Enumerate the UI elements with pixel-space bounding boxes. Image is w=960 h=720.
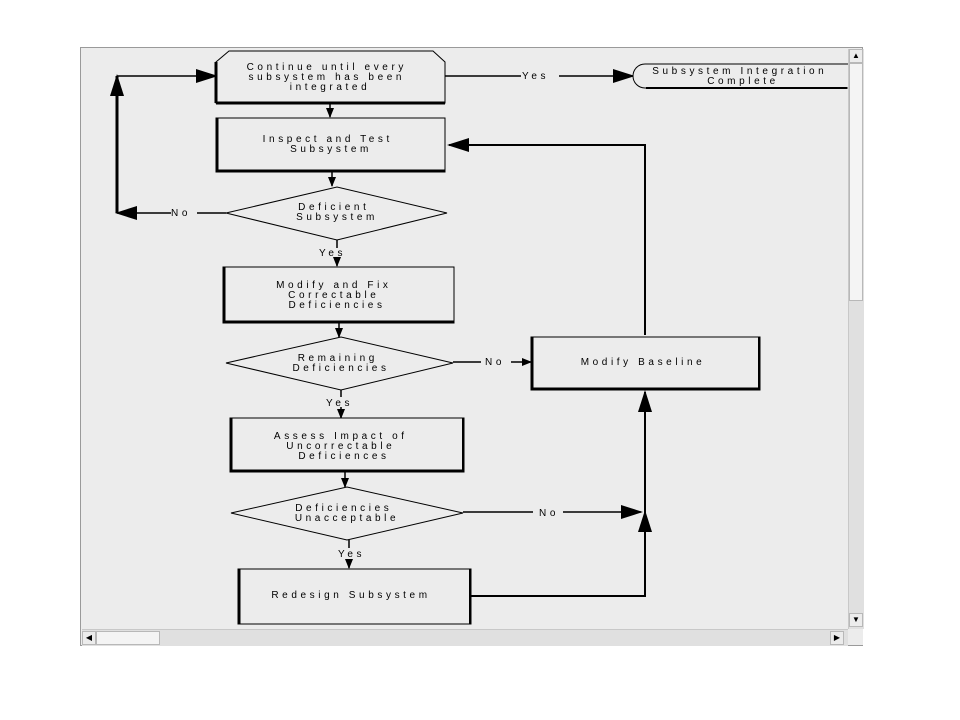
node-inspect-line-2: Subsystem xyxy=(290,144,372,155)
edge-redesign-return xyxy=(471,514,646,597)
vertical-scrollbar[interactable]: ▲ ▼ xyxy=(848,49,864,629)
scroll-up-button[interactable]: ▲ xyxy=(849,49,863,63)
node-remaining-line-2: Deficiencies xyxy=(292,363,389,374)
label-continue-yes: Yes xyxy=(522,71,549,82)
node-complete: Subsystem Integration Complete xyxy=(632,63,848,89)
node-unacceptable-line-2: Unacceptable xyxy=(295,513,399,524)
node-assess-line-3: Deficiences xyxy=(298,451,389,462)
edge-labels: Yes No Yes No Yes No Yes xyxy=(171,71,559,560)
scroll-down-button[interactable]: ▼ xyxy=(849,613,863,627)
label-deficient-no: No xyxy=(171,208,191,219)
horizontal-scroll-thumb[interactable] xyxy=(96,631,160,645)
chevron-down-icon: ▼ xyxy=(852,615,860,624)
label-remaining-no: No xyxy=(485,357,505,368)
chevron-right-icon: ▶ xyxy=(833,633,841,642)
node-inspect-line-1: Inspect and Test xyxy=(263,134,393,145)
svg-text:Subsystem Integration: Subsystem Integration Complete xyxy=(652,66,834,87)
svg-text:Redesign Subsystem: Redesign Subsystem xyxy=(271,590,430,601)
node-complete-line-1: Subsystem Integration xyxy=(652,66,827,77)
node-deficient-line-1: Deficient xyxy=(298,202,369,213)
node-redesign: Redesign Subsystem xyxy=(237,568,472,625)
node-redesign-line-1: Redesign Subsystem xyxy=(271,590,430,601)
svg-text:Continue until every: Continue until every subsystem has been … xyxy=(247,62,414,93)
node-continue-line-1: Continue until every xyxy=(247,62,407,73)
node-continue-line-2: subsystem has been xyxy=(249,72,406,83)
node-inspect: Inspect and Test Subsystem xyxy=(215,117,446,173)
node-modify-baseline: Modify Baseline xyxy=(530,336,761,391)
node-assess-line-1: Assess Impact of xyxy=(274,431,408,442)
node-assess-line-2: Uncorrectable xyxy=(286,441,395,452)
svg-text:Deficiencies Unaccep: Deficiencies Unacceptable xyxy=(295,503,399,524)
scroll-left-button[interactable]: ◀ xyxy=(82,631,96,645)
node-deficient-line-2: Subsystem xyxy=(296,212,378,223)
node-deficient: Deficient Subsystem xyxy=(225,186,448,241)
label-deficient-yes: Yes xyxy=(319,248,346,259)
svg-text:Modify Baseline: Modify Baseline xyxy=(581,357,706,368)
node-complete-line-2: Complete xyxy=(707,76,779,87)
edge-baseline-to-inspect xyxy=(447,138,646,335)
vertical-scroll-thumb[interactable] xyxy=(849,63,863,301)
label-remaining-yes: Yes xyxy=(326,398,353,409)
horizontal-scrollbar[interactable]: ◀ ▶ xyxy=(82,629,848,646)
svg-text:Modify and Fix Corre: Modify and Fix Correctable Deficiencies xyxy=(276,280,398,311)
svg-text:Remaining Deficienci: Remaining Deficiencies xyxy=(292,353,389,374)
node-continue: Continue until every subsystem has been … xyxy=(214,50,446,105)
scrollbar-corner xyxy=(848,629,863,645)
node-modify-fix: Modify and Fix Correctable Deficiencies xyxy=(222,266,455,324)
node-modify-baseline-line-1: Modify Baseline xyxy=(581,357,706,368)
node-unacceptable: Deficiencies Unacceptable xyxy=(230,486,464,541)
node-modify-fix-line-3: Deficiencies xyxy=(288,300,385,311)
chevron-up-icon: ▲ xyxy=(852,51,860,60)
edges xyxy=(110,69,652,597)
svg-text:Inspect and Test Sub: Inspect and Test Subsystem xyxy=(263,134,400,155)
label-unacceptable-yes: Yes xyxy=(338,549,365,560)
node-continue-line-3: integrated xyxy=(290,82,370,93)
node-modify-fix-line-1: Modify and Fix xyxy=(276,280,391,291)
diagram-viewer: Continue until every subsystem has been … xyxy=(80,47,864,646)
chevron-left-icon: ◀ xyxy=(85,633,93,642)
node-modify-fix-line-2: Correctable xyxy=(288,290,379,301)
node-remaining: Remaining Deficiencies xyxy=(225,336,454,391)
svg-text:Deficient Subsystem: Deficient Subsystem xyxy=(296,202,378,223)
node-assess: Assess Impact of Uncorrectable Deficienc… xyxy=(229,417,465,473)
svg-text:Assess Impact of Unc: Assess Impact of Uncorrectable Deficienc… xyxy=(274,431,414,462)
label-unacceptable-no: No xyxy=(539,508,559,519)
node-unacceptable-line-1: Deficiencies xyxy=(295,503,392,514)
scroll-right-button[interactable]: ▶ xyxy=(830,631,844,645)
flowchart: Continue until every subsystem has been … xyxy=(110,50,848,625)
node-remaining-line-1: Remaining xyxy=(298,353,378,364)
diagram-canvas: Continue until every subsystem has been … xyxy=(82,49,848,629)
